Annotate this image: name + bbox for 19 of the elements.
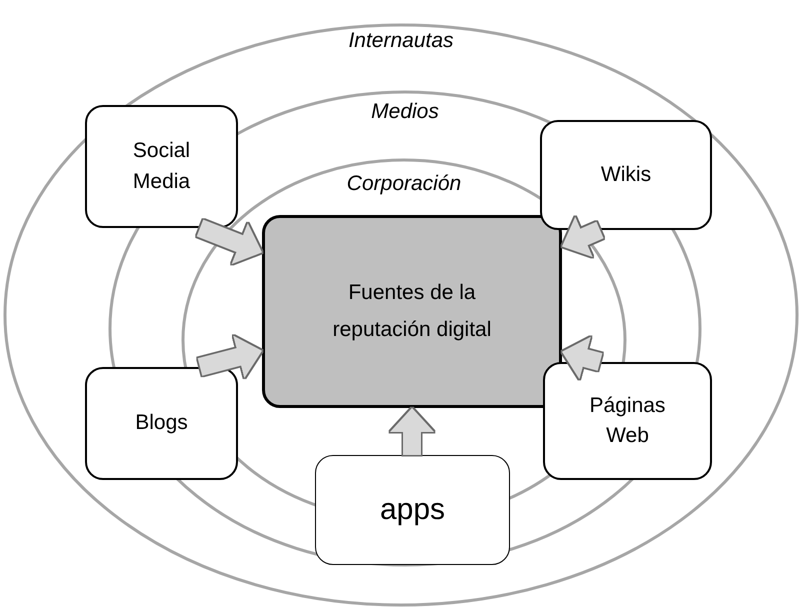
source-box [85,367,238,480]
block-arrow [562,216,604,258]
block-arrow [390,408,434,455]
source-box [540,120,712,230]
box-label: Blogs [135,410,188,436]
block-arrow [562,336,602,380]
box-label: Wikis [600,162,652,188]
box-label: Social Media [132,138,192,194]
source-box [85,105,238,228]
source-box [315,455,510,565]
box-label: apps [380,492,446,528]
block-arrow [198,336,262,378]
block-arrow [196,220,262,264]
source-box [543,362,712,480]
box-label: Páginas Web [588,392,666,449]
box-label: Fuentes de la reputación digital [332,280,492,342]
ring-label: Medios [370,100,440,124]
ring-label: Internautas [347,29,455,53]
central-box [262,215,562,408]
